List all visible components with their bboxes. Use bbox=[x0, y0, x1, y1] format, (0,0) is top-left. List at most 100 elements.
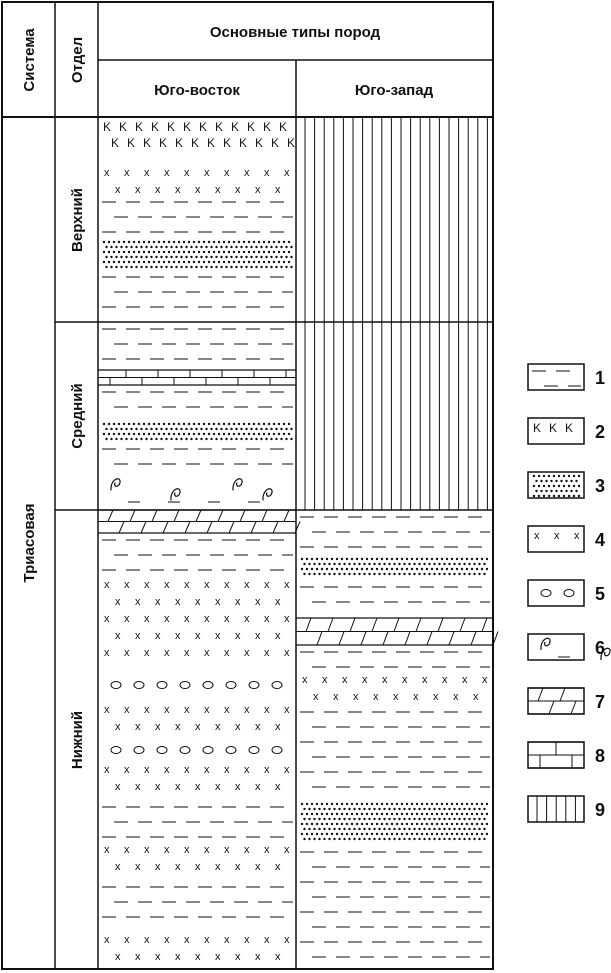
sand-dot bbox=[160, 427, 163, 431]
sand-dot bbox=[262, 432, 266, 436]
cross-symbol: x bbox=[135, 781, 141, 793]
sand-dot bbox=[355, 802, 359, 806]
sand-dot bbox=[300, 802, 304, 806]
sand-dot bbox=[290, 437, 293, 441]
sand-dot bbox=[197, 260, 201, 264]
sand-dot bbox=[420, 567, 424, 571]
sand-dot bbox=[405, 557, 409, 561]
sand-dot bbox=[355, 832, 359, 836]
cross-symbol: x bbox=[284, 579, 290, 591]
oval-symbol bbox=[133, 746, 145, 754]
sand-dot bbox=[408, 807, 411, 811]
sand-dot bbox=[117, 260, 121, 264]
sand-dot bbox=[405, 802, 409, 806]
sand-dot bbox=[368, 827, 371, 831]
sand-dot bbox=[267, 240, 271, 244]
sand-dot bbox=[470, 567, 474, 571]
sand-dot bbox=[463, 837, 466, 841]
sand-dot bbox=[132, 422, 136, 426]
division-lower: Нижний bbox=[69, 711, 86, 769]
sand-dot bbox=[267, 422, 271, 426]
sand-dot bbox=[385, 557, 389, 561]
sand-dot bbox=[545, 489, 548, 493]
sand-dot bbox=[172, 240, 176, 244]
sand-dot bbox=[378, 562, 381, 566]
sand-dot bbox=[423, 562, 426, 566]
sand-dot bbox=[428, 562, 431, 566]
sand-dot bbox=[195, 437, 198, 441]
sand-dot bbox=[315, 802, 319, 806]
sand-dot bbox=[552, 494, 556, 498]
system-header: Система bbox=[21, 28, 38, 92]
k-symbol: K bbox=[565, 421, 573, 435]
sand-dot bbox=[455, 832, 459, 836]
sand-dot bbox=[330, 802, 334, 806]
oval-symbol bbox=[156, 746, 168, 754]
rock-layer-dots bbox=[102, 240, 293, 269]
sand-dot bbox=[145, 265, 148, 269]
sand-dot bbox=[415, 802, 419, 806]
rock-layer-dashes bbox=[102, 276, 293, 308]
sand-dot bbox=[405, 567, 409, 571]
sand-dot bbox=[373, 807, 376, 811]
sand-dot bbox=[260, 427, 263, 431]
cross-symbol: x bbox=[195, 721, 201, 733]
sand-dot bbox=[232, 422, 236, 426]
sand-dot bbox=[463, 817, 466, 821]
sand-dot bbox=[470, 822, 474, 826]
sand-dot bbox=[185, 255, 188, 259]
sand-dot bbox=[162, 432, 166, 436]
sand-dot bbox=[167, 432, 171, 436]
cross-symbol: x bbox=[224, 844, 230, 856]
sand-dot bbox=[115, 437, 118, 441]
slash-joint bbox=[327, 617, 334, 632]
sand-dot bbox=[475, 567, 479, 571]
sand-dot bbox=[145, 255, 148, 259]
sand-dot bbox=[177, 260, 181, 264]
cross-symbol: x bbox=[235, 184, 241, 196]
sand-dot bbox=[483, 807, 486, 811]
cross-symbol: x bbox=[164, 579, 170, 591]
sand-dot bbox=[485, 812, 489, 816]
sand-dot bbox=[335, 812, 339, 816]
sand-dot bbox=[390, 567, 394, 571]
sand-dot bbox=[197, 432, 201, 436]
legend-swatch bbox=[527, 525, 585, 553]
sand-dot bbox=[247, 422, 251, 426]
sand-dot bbox=[110, 437, 113, 441]
cross-symbol: x bbox=[235, 630, 241, 642]
sand-dot bbox=[413, 827, 416, 831]
sand-dot bbox=[393, 572, 396, 576]
sand-dot bbox=[325, 832, 329, 836]
sand-dot bbox=[330, 822, 334, 826]
sand-dot bbox=[272, 422, 276, 426]
sand-dot bbox=[137, 432, 141, 436]
sand-dot bbox=[403, 807, 406, 811]
sand-dot bbox=[300, 812, 304, 816]
sand-dot bbox=[305, 822, 309, 826]
sand-dot bbox=[215, 255, 218, 259]
sand-dot bbox=[217, 432, 221, 436]
sand-dot bbox=[205, 427, 208, 431]
slash-joint bbox=[404, 631, 411, 646]
sand-dot bbox=[140, 245, 143, 249]
sand-dot bbox=[152, 240, 156, 244]
cross-symbol: x bbox=[244, 844, 250, 856]
sand-dot bbox=[277, 422, 281, 426]
sand-dot bbox=[448, 827, 451, 831]
cross-symbol: x bbox=[275, 721, 281, 733]
sand-dot bbox=[338, 837, 341, 841]
sand-dot bbox=[453, 837, 456, 841]
sand-dot bbox=[162, 240, 166, 244]
sand-dot bbox=[240, 265, 243, 269]
cross-symbol: x bbox=[144, 704, 150, 716]
cross-symbol: x bbox=[135, 951, 141, 963]
sand-dot bbox=[455, 822, 459, 826]
sand-dot bbox=[160, 245, 163, 249]
sand-dot bbox=[313, 817, 316, 821]
sand-dot bbox=[455, 567, 459, 571]
sand-dot bbox=[343, 827, 346, 831]
sand-dot bbox=[245, 437, 248, 441]
sand-dot bbox=[388, 827, 391, 831]
